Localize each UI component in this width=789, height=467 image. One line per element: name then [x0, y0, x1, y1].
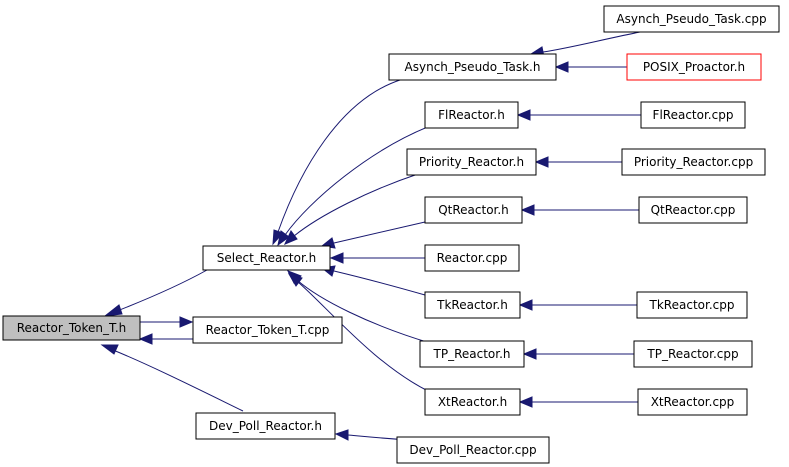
edge-dev-poll-to-reactor-token	[100, 344, 244, 412]
edge-reactor-cpp-to-select-reactor	[329, 252, 425, 264]
node-label: TkReactor.h	[436, 298, 508, 312]
edges	[100, 31, 641, 443]
node-label: TP_Reactor.cpp	[646, 347, 738, 361]
node-xtreactor-h[interactable]: XtReactor.h	[424, 388, 521, 416]
node-label: Select_Reactor.h	[217, 251, 316, 265]
node-label: FlReactor.cpp	[653, 108, 734, 122]
node-label: TP_Reactor.h	[433, 347, 511, 361]
node-label: QtReactor.cpp	[651, 203, 736, 217]
node-label: Asynch_Pseudo_Task.cpp	[616, 12, 766, 26]
node-dev-poll-reactor-cpp[interactable]: Dev_Poll_Reactor.cpp	[396, 436, 550, 464]
node-label: Reactor_Token_T.h	[17, 321, 127, 335]
node-tkreactor-cpp[interactable]: TkReactor.cpp	[636, 291, 748, 319]
node-dev-poll-reactor-h[interactable]: Dev_Poll_Reactor.h	[195, 412, 336, 440]
node-qtreactor-h[interactable]: QtReactor.h	[424, 196, 523, 224]
edge-posix-to-asynch-h	[554, 61, 627, 73]
edge-flreactor-to-select-reactor	[277, 125, 431, 247]
edge-qtreactor-cpp-to-qtreactor-h	[520, 204, 639, 216]
node-tp-reactor-h[interactable]: TP_Reactor.h	[419, 340, 525, 368]
node-priority-reactor-cpp[interactable]: Priority_Reactor.cpp	[621, 148, 766, 176]
edge-xtreactor-to-select-reactor	[287, 273, 431, 393]
edge-priority-to-select-reactor	[284, 173, 419, 245]
node-qtreactor-cpp[interactable]: QtReactor.cpp	[638, 196, 748, 224]
node-label: Dev_Poll_Reactor.h	[209, 419, 322, 433]
node-tkreactor-h[interactable]: TkReactor.h	[424, 291, 521, 319]
edge-reactor-token-to-reactor-token-cpp	[140, 316, 194, 328]
node-label: POSIX_Proactor.h	[643, 60, 745, 74]
node-flreactor-cpp[interactable]: FlReactor.cpp	[640, 101, 746, 129]
nodes: Reactor_Token_T.h Select_Reactor.h React…	[2, 5, 780, 464]
node-label: QtReactor.h	[438, 203, 509, 217]
node-priority-reactor-h[interactable]: Priority_Reactor.h	[406, 148, 537, 176]
node-reactor-cpp[interactable]: Reactor.cpp	[424, 244, 520, 272]
node-label: FlReactor.h	[438, 108, 505, 122]
node-label: XtReactor.h	[438, 395, 507, 409]
node-label: Dev_Poll_Reactor.cpp	[409, 443, 536, 457]
edge-select-reactor-to-reactor-token	[103, 269, 208, 317]
node-asynch-pseudo-task-h[interactable]: Asynch_Pseudo_Task.h	[388, 53, 557, 81]
node-reactor-token-t-cpp[interactable]: Reactor_Token_T.cpp	[192, 316, 343, 344]
edge-tkreactor-cpp-to-tkreactor-h	[518, 299, 637, 311]
node-label: Asynch_Pseudo_Task.h	[405, 60, 541, 74]
edge-asynch-to-select-reactor	[272, 79, 401, 246]
node-label: Reactor.cpp	[437, 251, 508, 265]
node-flreactor-h[interactable]: FlReactor.h	[424, 101, 519, 129]
node-label: Reactor_Token_T.cpp	[206, 323, 330, 337]
edge-flreactor-cpp-to-flreactor-h	[516, 109, 641, 121]
edge-reactor-token-cpp-to-reactor-token	[138, 333, 193, 345]
edge-tkreactor-to-select-reactor	[320, 265, 426, 296]
node-label: Priority_Reactor.cpp	[634, 155, 753, 169]
edge-xtreactor-cpp-to-xtreactor-h	[518, 396, 638, 408]
edge-qtreactor-to-select-reactor	[320, 221, 426, 249]
node-label: Priority_Reactor.h	[419, 155, 524, 169]
edge-asynch-cpp-to-asynch-h	[529, 31, 641, 58]
node-reactor-token-t-h[interactable]: Reactor_Token_T.h	[2, 315, 141, 341]
node-posix-proactor-h[interactable]: POSIX_Proactor.h	[626, 53, 762, 81]
node-label: XtReactor.cpp	[651, 395, 735, 409]
node-asynch-pseudo-task-cpp[interactable]: Asynch_Pseudo_Task.cpp	[603, 5, 780, 33]
edge-priority-cpp-to-priority-h	[534, 156, 622, 168]
node-xtreactor-cpp[interactable]: XtReactor.cpp	[637, 388, 748, 416]
node-label: TkReactor.cpp	[649, 298, 735, 312]
node-select-reactor-h[interactable]: Select_Reactor.h	[202, 245, 331, 271]
node-tp-reactor-cpp[interactable]: TP_Reactor.cpp	[633, 340, 753, 368]
edge-tp-reactor-cpp-to-tp-reactor-h	[522, 348, 634, 360]
